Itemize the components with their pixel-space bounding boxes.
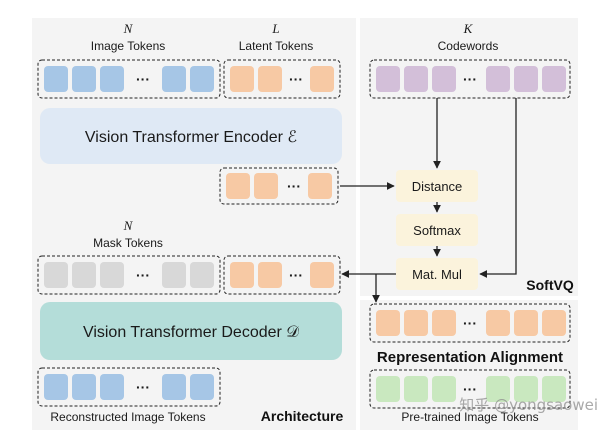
mask-token xyxy=(44,262,68,288)
pretrained-label: Pre-trained Image Tokens xyxy=(401,410,538,424)
distance-label: Distance xyxy=(412,179,463,194)
softvq-label: SoftVQ xyxy=(526,277,574,293)
matmul-box xyxy=(396,258,478,290)
ellipsis: ··· xyxy=(136,379,150,395)
codewords-group: ··· xyxy=(369,59,571,99)
image-tokens-group: ··· xyxy=(37,59,221,99)
ellipsis: ··· xyxy=(287,178,301,194)
mask-token xyxy=(162,262,186,288)
decoder-label: Vision Transformer Decoder 𝒟 xyxy=(83,324,299,341)
image-token xyxy=(190,66,214,92)
pretrained-token xyxy=(432,376,456,402)
latent-token xyxy=(542,310,566,336)
latent-tokens-group: ··· xyxy=(223,59,341,99)
ellipsis: ··· xyxy=(289,267,303,283)
codeword-token xyxy=(376,66,400,92)
image-token xyxy=(72,374,96,400)
pretrained-token xyxy=(514,376,538,402)
codeword-token xyxy=(404,66,428,92)
pretrained-tokens-group: ··· xyxy=(369,369,571,409)
latent-token xyxy=(308,173,332,199)
softmax-label: Softmax xyxy=(413,223,461,238)
decoder-block xyxy=(40,302,342,360)
ellipsis: ··· xyxy=(463,381,477,397)
arrow-codewords-to-matmul xyxy=(479,98,517,278)
watermark: 知乎 @yongsaowei xyxy=(459,396,598,414)
latent-token xyxy=(486,310,510,336)
image-token xyxy=(162,374,186,400)
ellipsis: ··· xyxy=(136,71,150,87)
latent-token xyxy=(514,310,538,336)
ellipsis: ··· xyxy=(136,267,150,283)
image-token xyxy=(100,374,124,400)
mask-token xyxy=(190,262,214,288)
encoder-block xyxy=(40,108,342,164)
mask-tokens-symbol: N xyxy=(123,218,134,233)
quantized-latent-tokens-group: ··· xyxy=(223,255,341,295)
mask-tokens-label: Mask Tokens xyxy=(93,236,163,250)
latent-token xyxy=(310,66,334,92)
latent-token xyxy=(230,66,254,92)
latent-token xyxy=(226,173,250,199)
codewords-symbol: K xyxy=(463,21,474,36)
image-token xyxy=(44,66,68,92)
aligned-tokens-group: ··· xyxy=(369,303,571,343)
pretrained-token xyxy=(542,376,566,402)
mask-token xyxy=(100,262,124,288)
softmax-box xyxy=(396,214,478,246)
ellipsis: ··· xyxy=(289,71,303,87)
latent-token xyxy=(258,66,282,92)
codeword-token xyxy=(432,66,456,92)
encoded-latent-tokens-group: ··· xyxy=(219,167,339,205)
codewords-label: Codewords xyxy=(438,39,499,53)
matmul-label: Mat. Mul xyxy=(412,267,462,282)
pretrained-token xyxy=(404,376,428,402)
pretrained-token xyxy=(376,376,400,402)
latent-token xyxy=(376,310,400,336)
reconstructed-tokens-group: ··· xyxy=(37,367,221,407)
latent-tokens-label: Latent Tokens xyxy=(239,39,314,53)
ellipsis: ··· xyxy=(463,315,477,331)
codeword-token xyxy=(542,66,566,92)
image-token xyxy=(100,66,124,92)
image-token xyxy=(44,374,68,400)
latent-token xyxy=(254,173,278,199)
architecture-label: Architecture xyxy=(261,408,344,424)
pretrained-token xyxy=(486,376,510,402)
codeword-token xyxy=(486,66,510,92)
ellipsis: ··· xyxy=(463,71,477,87)
latent-token xyxy=(310,262,334,288)
latent-token xyxy=(432,310,456,336)
distance-box xyxy=(396,170,478,202)
softvq-panel xyxy=(360,18,578,296)
latent-token xyxy=(404,310,428,336)
image-token xyxy=(72,66,96,92)
mask-tokens-group: ··· xyxy=(37,255,221,295)
reconstructed-label: Reconstructed Image Tokens xyxy=(50,410,205,424)
image-token xyxy=(190,374,214,400)
latent-token xyxy=(258,262,282,288)
codeword-token xyxy=(514,66,538,92)
image-tokens-symbol: N xyxy=(123,21,134,36)
image-tokens-label: Image Tokens xyxy=(91,39,166,53)
encoder-label: Vision Transformer Encoder ℰ xyxy=(85,129,297,146)
mask-token xyxy=(72,262,96,288)
image-token xyxy=(162,66,186,92)
latent-token xyxy=(230,262,254,288)
alignment-label: Representation Alignment xyxy=(377,349,563,366)
latent-tokens-symbol: L xyxy=(271,21,279,36)
